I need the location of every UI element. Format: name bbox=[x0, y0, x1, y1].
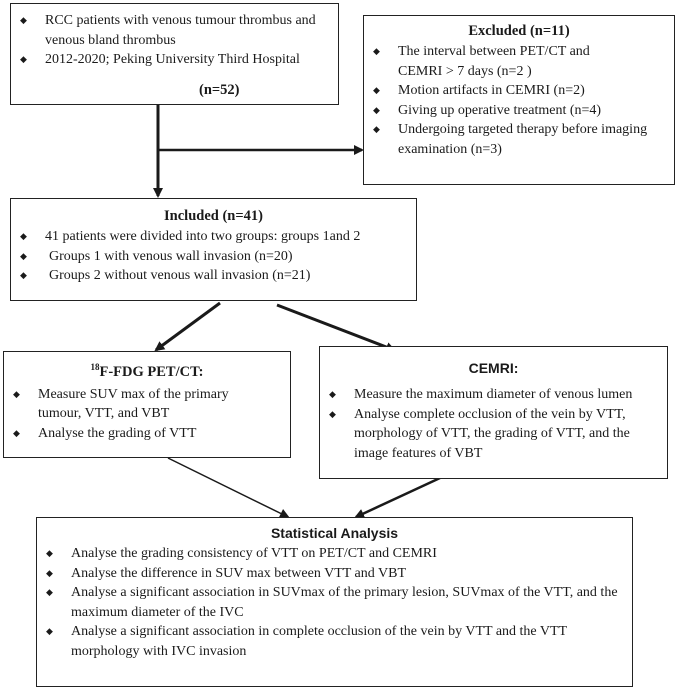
stats-item: Analyse the difference in SUV max betwee… bbox=[37, 564, 632, 584]
included-item: 41 patients were divided into two groups… bbox=[11, 227, 416, 247]
excluded-box: Excluded (n=11) The interval between PET… bbox=[363, 15, 675, 185]
source-count: (n=52) bbox=[199, 82, 240, 98]
stats-item: Analyse the grading consistency of VTT o… bbox=[37, 544, 632, 564]
excluded-item: The interval between PET/CT and CEMRI > … bbox=[364, 42, 674, 81]
pet-ct-title-text: F-FDG PET/CT: bbox=[99, 363, 204, 380]
cemri-item: Measure the maximum diameter of venous l… bbox=[320, 385, 667, 405]
pet-ct-title-sup: 18 bbox=[90, 362, 100, 372]
source-item: 2012-2020; Peking University Third Hospi… bbox=[11, 50, 338, 70]
excluded-title: Excluded (n=11) bbox=[468, 23, 570, 39]
excluded-item: Motion artifacts in CEMRI (n=2) bbox=[364, 81, 674, 101]
pet-ct-item: Analyse the grading of VTT bbox=[4, 424, 290, 444]
pet-ct-title: 18F-FDG PET/CT: bbox=[4, 358, 290, 381]
excluded-item: Undergoing targeted therapy before imagi… bbox=[364, 120, 674, 159]
line-pet-to-stats bbox=[167, 457, 290, 518]
pet-ct-item: Measure SUV max of the primary tumour, V… bbox=[4, 385, 290, 424]
source-item: RCC patients with venous tumour thrombus… bbox=[11, 11, 338, 50]
cemri-box: CEMRI: Measure the maximum diameter of v… bbox=[319, 346, 668, 479]
cemri-item: Analyse complete occlusion of the vein b… bbox=[320, 405, 667, 464]
source-box: RCC patients with venous tumour thrombus… bbox=[10, 3, 339, 105]
included-box: Included (n=41) 41 patients were divided… bbox=[10, 198, 417, 301]
included-item: Groups 1 with venous wall invasion (n=20… bbox=[11, 247, 416, 267]
included-title: Included (n=41) bbox=[164, 208, 263, 224]
excluded-item: Giving up operative treatment (n=4) bbox=[364, 101, 674, 121]
line-cemri-to-stats bbox=[354, 476, 441, 519]
statistical-analysis-box: Statistical Analysis Analyse the grading… bbox=[36, 517, 633, 687]
pet-ct-box: 18F-FDG PET/CT: Measure SUV max of the p… bbox=[3, 351, 291, 458]
cemri-title: CEMRI: bbox=[468, 360, 519, 376]
line-included-to-pet bbox=[154, 301, 221, 352]
line-included-to-cemri bbox=[276, 303, 396, 352]
statistical-analysis-title: Statistical Analysis bbox=[270, 525, 399, 541]
stats-item: Analyse a significant association in com… bbox=[37, 622, 632, 661]
included-item: Groups 2 without venous wall invasion (n… bbox=[11, 266, 416, 286]
stats-item: Analyse a significant association in SUV… bbox=[37, 583, 632, 622]
